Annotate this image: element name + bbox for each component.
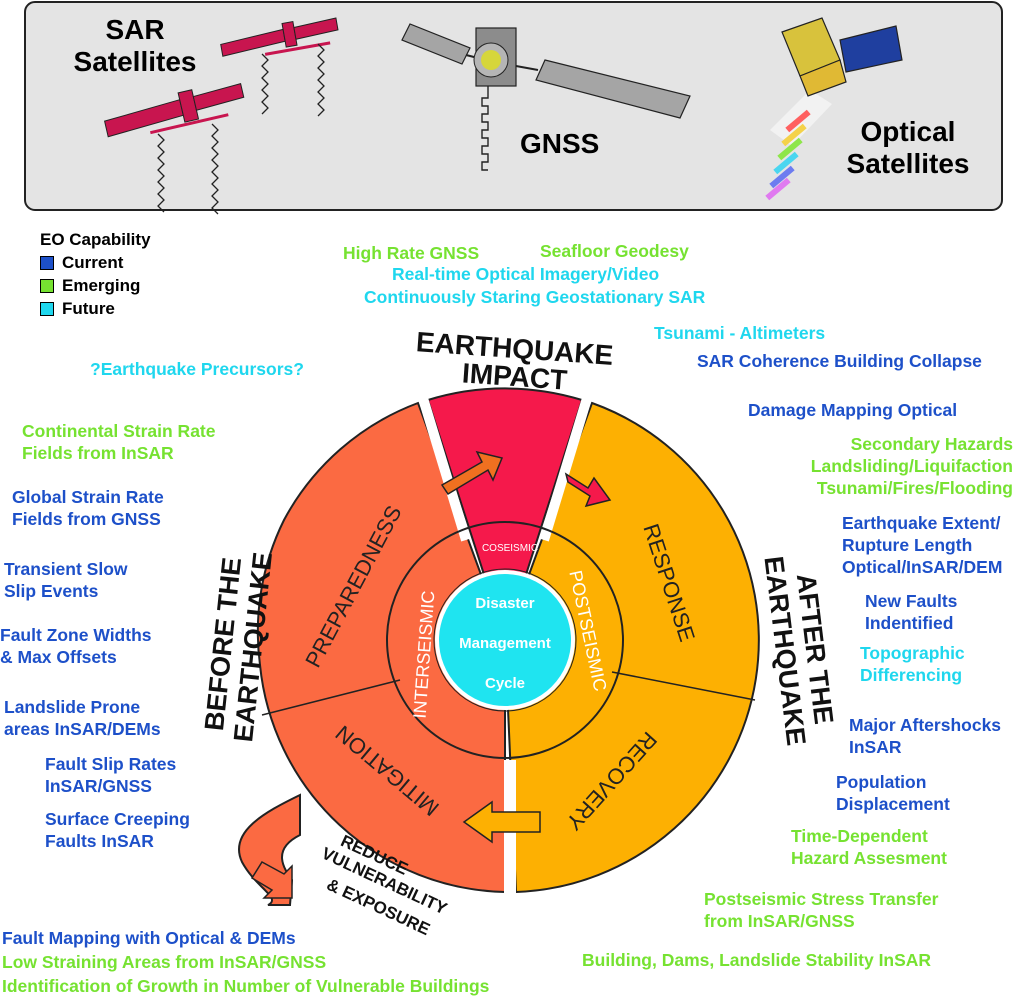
label-staring-sar: Continuously Staring Geostationary SAR [364,287,706,307]
label-realtime-optical: Real-time Optical Imagery/Video [392,264,660,284]
center-circle [435,570,575,710]
impact-title-line2: IMPACT [461,357,568,395]
arrow-icon [440,450,504,496]
legend-item-current: Current [40,251,151,274]
optical-label-line1: Optical [860,116,956,147]
legend-swatch [40,301,54,316]
label-fault-zone: Fault Zone Widths& Max Offsets [0,625,152,667]
sar-label-line2: Satellites [73,46,197,77]
legend-title: EO Capability [40,230,151,249]
response-sector [503,401,760,894]
sar-satellite-icon [103,82,245,215]
optical-label: Optical Satellites [838,116,978,180]
coseismic-label: COSEISMIC [482,543,538,554]
arrow-icon [564,472,612,508]
center-text-line1: Disaster [475,595,534,612]
label-precursors: ?Earthquake Precursors? [90,359,304,379]
sar-label: SAR Satellites [55,14,215,78]
optical-satellite-icon [765,17,903,201]
legend-item-future: Future [40,297,151,320]
label-low-straining: Low Straining Areas from InSAR/GNSS [2,952,327,972]
label-building-stability: Building, Dams, Landslide Stability InSA… [582,950,932,970]
gnss-satellite-icon [401,23,691,171]
arrow-icon [250,861,293,899]
label-seafloor-geodesy: Seafloor Geodesy [540,241,689,261]
legend-item-emerging: Emerging [40,274,151,297]
legend-swatch [40,255,54,270]
legend: EO Capability Current Emerging Future [40,228,151,320]
arrow-icon [462,800,541,844]
optical-label-line2: Satellites [846,148,970,179]
label-tsunami-altimeters: Tsunami - Altimeters [654,323,826,343]
label-identification: Identification of Growth in Number of Vu… [2,976,490,996]
inner-ring [386,521,624,759]
sar-label-line1: SAR [105,14,165,45]
impact-sector [426,387,584,644]
label-damage-mapping: Damage Mapping Optical [748,400,958,420]
label-sar-coherence: SAR Coherence Building Collapse [697,351,982,371]
gnss-label: GNSS [520,128,600,159]
center-text-line3: Cycle [485,675,525,692]
legend-label: Emerging [62,276,141,295]
label-high-rate-gnss: High Rate GNSS [343,243,480,263]
center-text-line2: Management [459,635,551,652]
preparedness-sector [256,401,506,894]
legend-label: Future [62,299,115,318]
label-fault-mapping: Fault Mapping with Optical & DEMs [2,928,296,948]
sar-satellite-icon [220,17,339,117]
legend-label: Current [62,253,124,272]
legend-swatch [40,278,54,293]
